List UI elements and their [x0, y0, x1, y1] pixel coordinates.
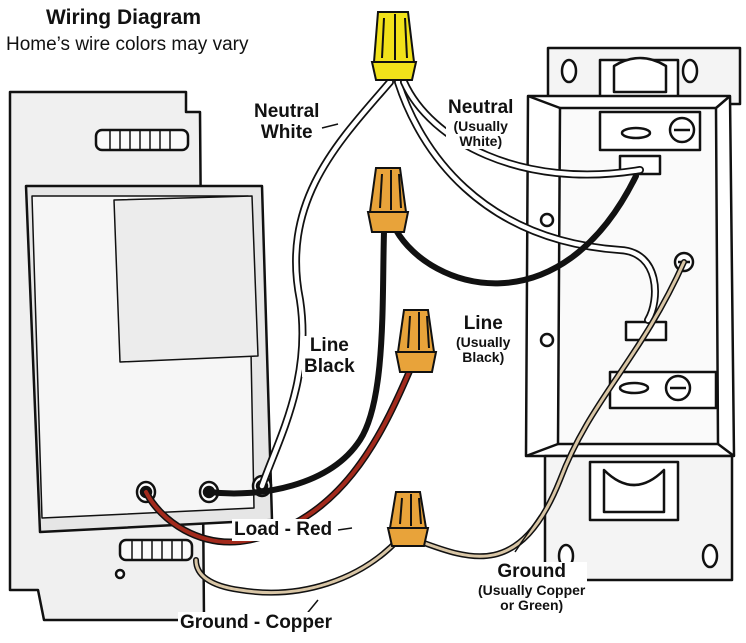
- orange-wire-nut-icon: [366, 167, 410, 233]
- ground-box-label-line1: Ground: [497, 561, 566, 582]
- diagram-title: Wiring Diagram: [46, 6, 201, 29]
- neutral-wire: [258, 78, 659, 490]
- line-black-label-line2: Black: [304, 355, 355, 377]
- neutral-white-label-line2: White: [260, 121, 313, 143]
- line-black-label: Line Black: [302, 335, 357, 378]
- neutral-box-label-line1: Neutral: [448, 97, 514, 118]
- dimmer-switch: [8, 90, 274, 622]
- line-box-label: Line (Usually Black): [454, 313, 513, 365]
- load-red-label: Load - Red: [232, 519, 335, 541]
- yellow-wire-nut-icon: [370, 11, 418, 81]
- neutral-box-label: Neutral (Usually White): [446, 97, 516, 149]
- diagram-subtitle: Home’s wire colors may vary: [6, 34, 249, 55]
- electrical-box: [524, 46, 742, 582]
- orange-wire-nut-icon: [394, 309, 438, 373]
- ground-box-label: Ground (Usually Copper or Green): [476, 561, 588, 613]
- neutral-white-label-line1: Neutral: [254, 101, 320, 122]
- line-box-label-line2: (Usually: [456, 333, 511, 350]
- ground-copper-label: Ground - Copper: [178, 612, 334, 634]
- line-black-label-line1: Line: [309, 335, 349, 356]
- line-wire: [206, 173, 639, 497]
- neutral-box-label-line2: (Usually: [453, 117, 508, 134]
- ground-box-label-line3: or Green): [500, 596, 564, 613]
- neutral-box-label-line3: White): [459, 132, 503, 149]
- line-box-label-line1: Line: [463, 313, 503, 334]
- line-box-label-line3: Black): [462, 348, 505, 365]
- ground-box-label-line2: (Usually Copper: [478, 581, 586, 598]
- orange-wire-nut-icon: [386, 491, 430, 547]
- ground-wire: [193, 259, 687, 596]
- neutral-white-label: Neutral White: [252, 101, 322, 144]
